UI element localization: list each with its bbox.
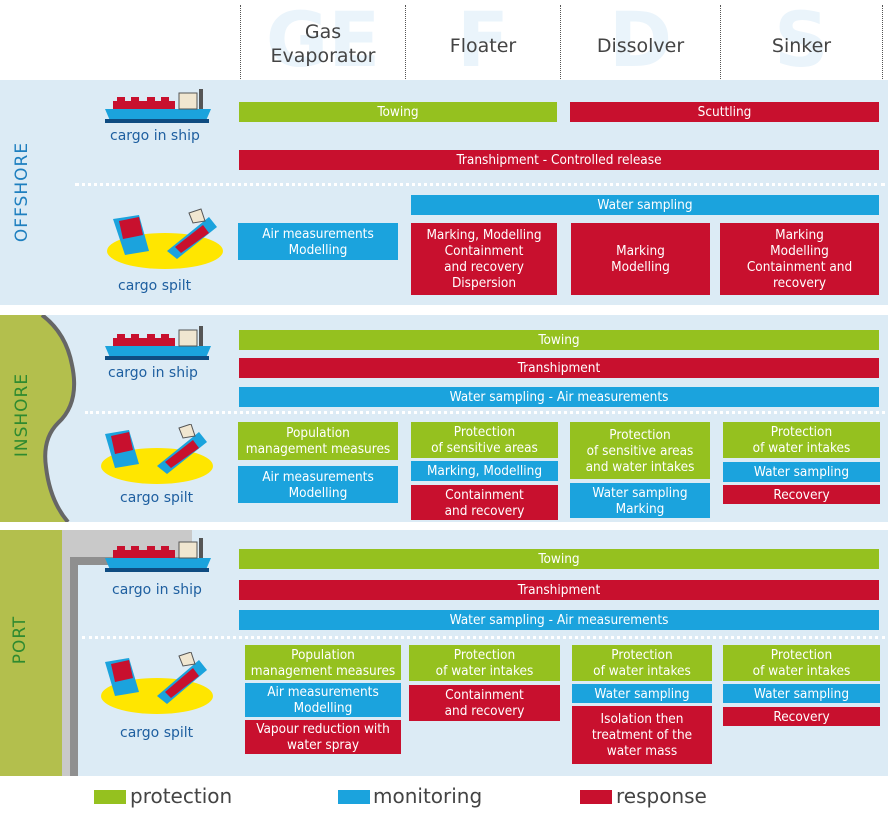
port-land <box>0 530 62 776</box>
inshore-sinker-response: Recovery <box>723 485 880 504</box>
ship-icon <box>105 326 211 360</box>
port-ge-response: Vapour reduction with water spray <box>245 720 401 754</box>
port-quay-edge-vertical <box>70 557 78 776</box>
column-letter: F <box>457 0 509 84</box>
column-floater: F Floater <box>406 0 560 80</box>
offshore-sinker-box: Marking Modelling Containment and recove… <box>720 223 879 295</box>
port-floater-protection: Protection of water intakes <box>409 645 560 681</box>
ship-caption: cargo in ship <box>112 582 202 598</box>
column-name: Dissolver <box>596 35 685 57</box>
offshore-scuttling-bar: Scuttling <box>570 102 879 122</box>
column-letter: D <box>608 0 673 84</box>
legend-monitoring-swatch <box>338 790 370 804</box>
port-dissolver-response: Isolation then treatment of the water ma… <box>572 706 712 764</box>
spilt-caption: cargo spilt <box>120 725 194 741</box>
column-divider <box>720 5 721 79</box>
inshore-ge-protection: Population management measures <box>238 422 398 460</box>
inshore-dissolver-protection: Protection of sensitive areas and water … <box>570 422 710 479</box>
spilt-cargo-icon <box>101 652 213 714</box>
inshore-sinker-monitoring: Water sampling <box>723 462 880 482</box>
inshore-towing-bar: Towing <box>239 330 879 350</box>
port-transhipment-bar: Transhipment <box>239 580 879 600</box>
column-divider <box>240 5 241 79</box>
legend-response-label: response <box>616 784 707 808</box>
offshore-label: OFFSHORE <box>12 141 32 243</box>
port-sinker-monitoring: Water sampling <box>723 684 880 703</box>
inshore-sinker-protection: Protection of water intakes <box>723 422 880 458</box>
port-dissolver-monitoring: Water sampling <box>572 684 712 703</box>
offshore-towing-bar: Towing <box>239 102 557 122</box>
ship-caption: cargo in ship <box>110 128 200 144</box>
inshore-floater-response: Containment and recovery <box>411 485 558 520</box>
column-name: Gas Evaporator <box>270 21 376 67</box>
legend-protection-swatch <box>94 790 126 804</box>
port-floater-response: Containment and recovery <box>409 685 560 721</box>
port-sinker-response: Recovery <box>723 707 880 726</box>
inshore-ge-monitoring: Air measurements Modelling <box>238 466 398 503</box>
column-divider <box>405 5 406 79</box>
legend-protection-label: protection <box>130 784 233 808</box>
ship-icon <box>105 89 211 123</box>
ship-caption: cargo in ship <box>108 365 198 381</box>
column-name: Floater <box>449 35 517 57</box>
spilt-caption: cargo spilt <box>120 490 194 506</box>
column-letter: S <box>774 0 829 84</box>
spilt-caption: cargo spilt <box>118 278 192 294</box>
port-sinker-protection: Protection of water intakes <box>723 645 880 681</box>
offshore-water-sampling-bar: Water sampling <box>411 195 879 215</box>
inshore-floater-monitoring: Marking, Modelling <box>411 461 558 481</box>
column-gas-evaporator: GE Gas Evaporator <box>241 0 405 80</box>
offshore-floater-box: Marking, Modelling Containment and recov… <box>411 223 557 295</box>
inshore-label: INSHORE <box>12 372 32 458</box>
port-dissolver-protection: Protection of water intakes <box>572 645 712 681</box>
inshore-divider <box>85 411 885 414</box>
spilt-cargo-icon <box>101 424 213 484</box>
coastline-shape <box>0 315 77 522</box>
column-sinker: S Sinker <box>721 0 882 80</box>
port-ge-monitoring: Air measurements Modelling <box>245 683 401 717</box>
port-divider <box>82 636 885 639</box>
inshore-transhipment-bar: Transhipment <box>239 358 879 378</box>
offshore-dissolver-box: Marking Modelling <box>571 223 710 295</box>
inshore-water-sampling-bar: Water sampling - Air measurements <box>239 387 879 407</box>
spilt-cargo-icon <box>107 208 223 269</box>
legend-monitoring-label: monitoring <box>373 784 483 808</box>
inshore-floater-protection: Protection of sensitive areas <box>411 422 558 458</box>
port-towing-bar: Towing <box>239 549 879 569</box>
inshore-dissolver-monitoring: Water sampling Marking <box>570 483 710 518</box>
column-divider <box>882 5 883 79</box>
offshore-ge-box: Air measurements Modelling <box>238 223 398 260</box>
column-divider <box>560 5 561 79</box>
column-dissolver: D Dissolver <box>561 0 720 80</box>
offshore-divider <box>75 183 885 186</box>
port-water-sampling-bar: Water sampling - Air measurements <box>239 610 879 630</box>
ship-icon <box>105 538 211 572</box>
column-letter: GE <box>265 0 381 84</box>
port-label: PORT <box>10 615 30 665</box>
port-ge-protection: Population management measures <box>245 645 401 680</box>
legend-response-swatch <box>580 790 612 804</box>
column-name: Sinker <box>771 35 832 57</box>
offshore-transhipment-bar: Transhipment - Controlled release <box>239 150 879 170</box>
